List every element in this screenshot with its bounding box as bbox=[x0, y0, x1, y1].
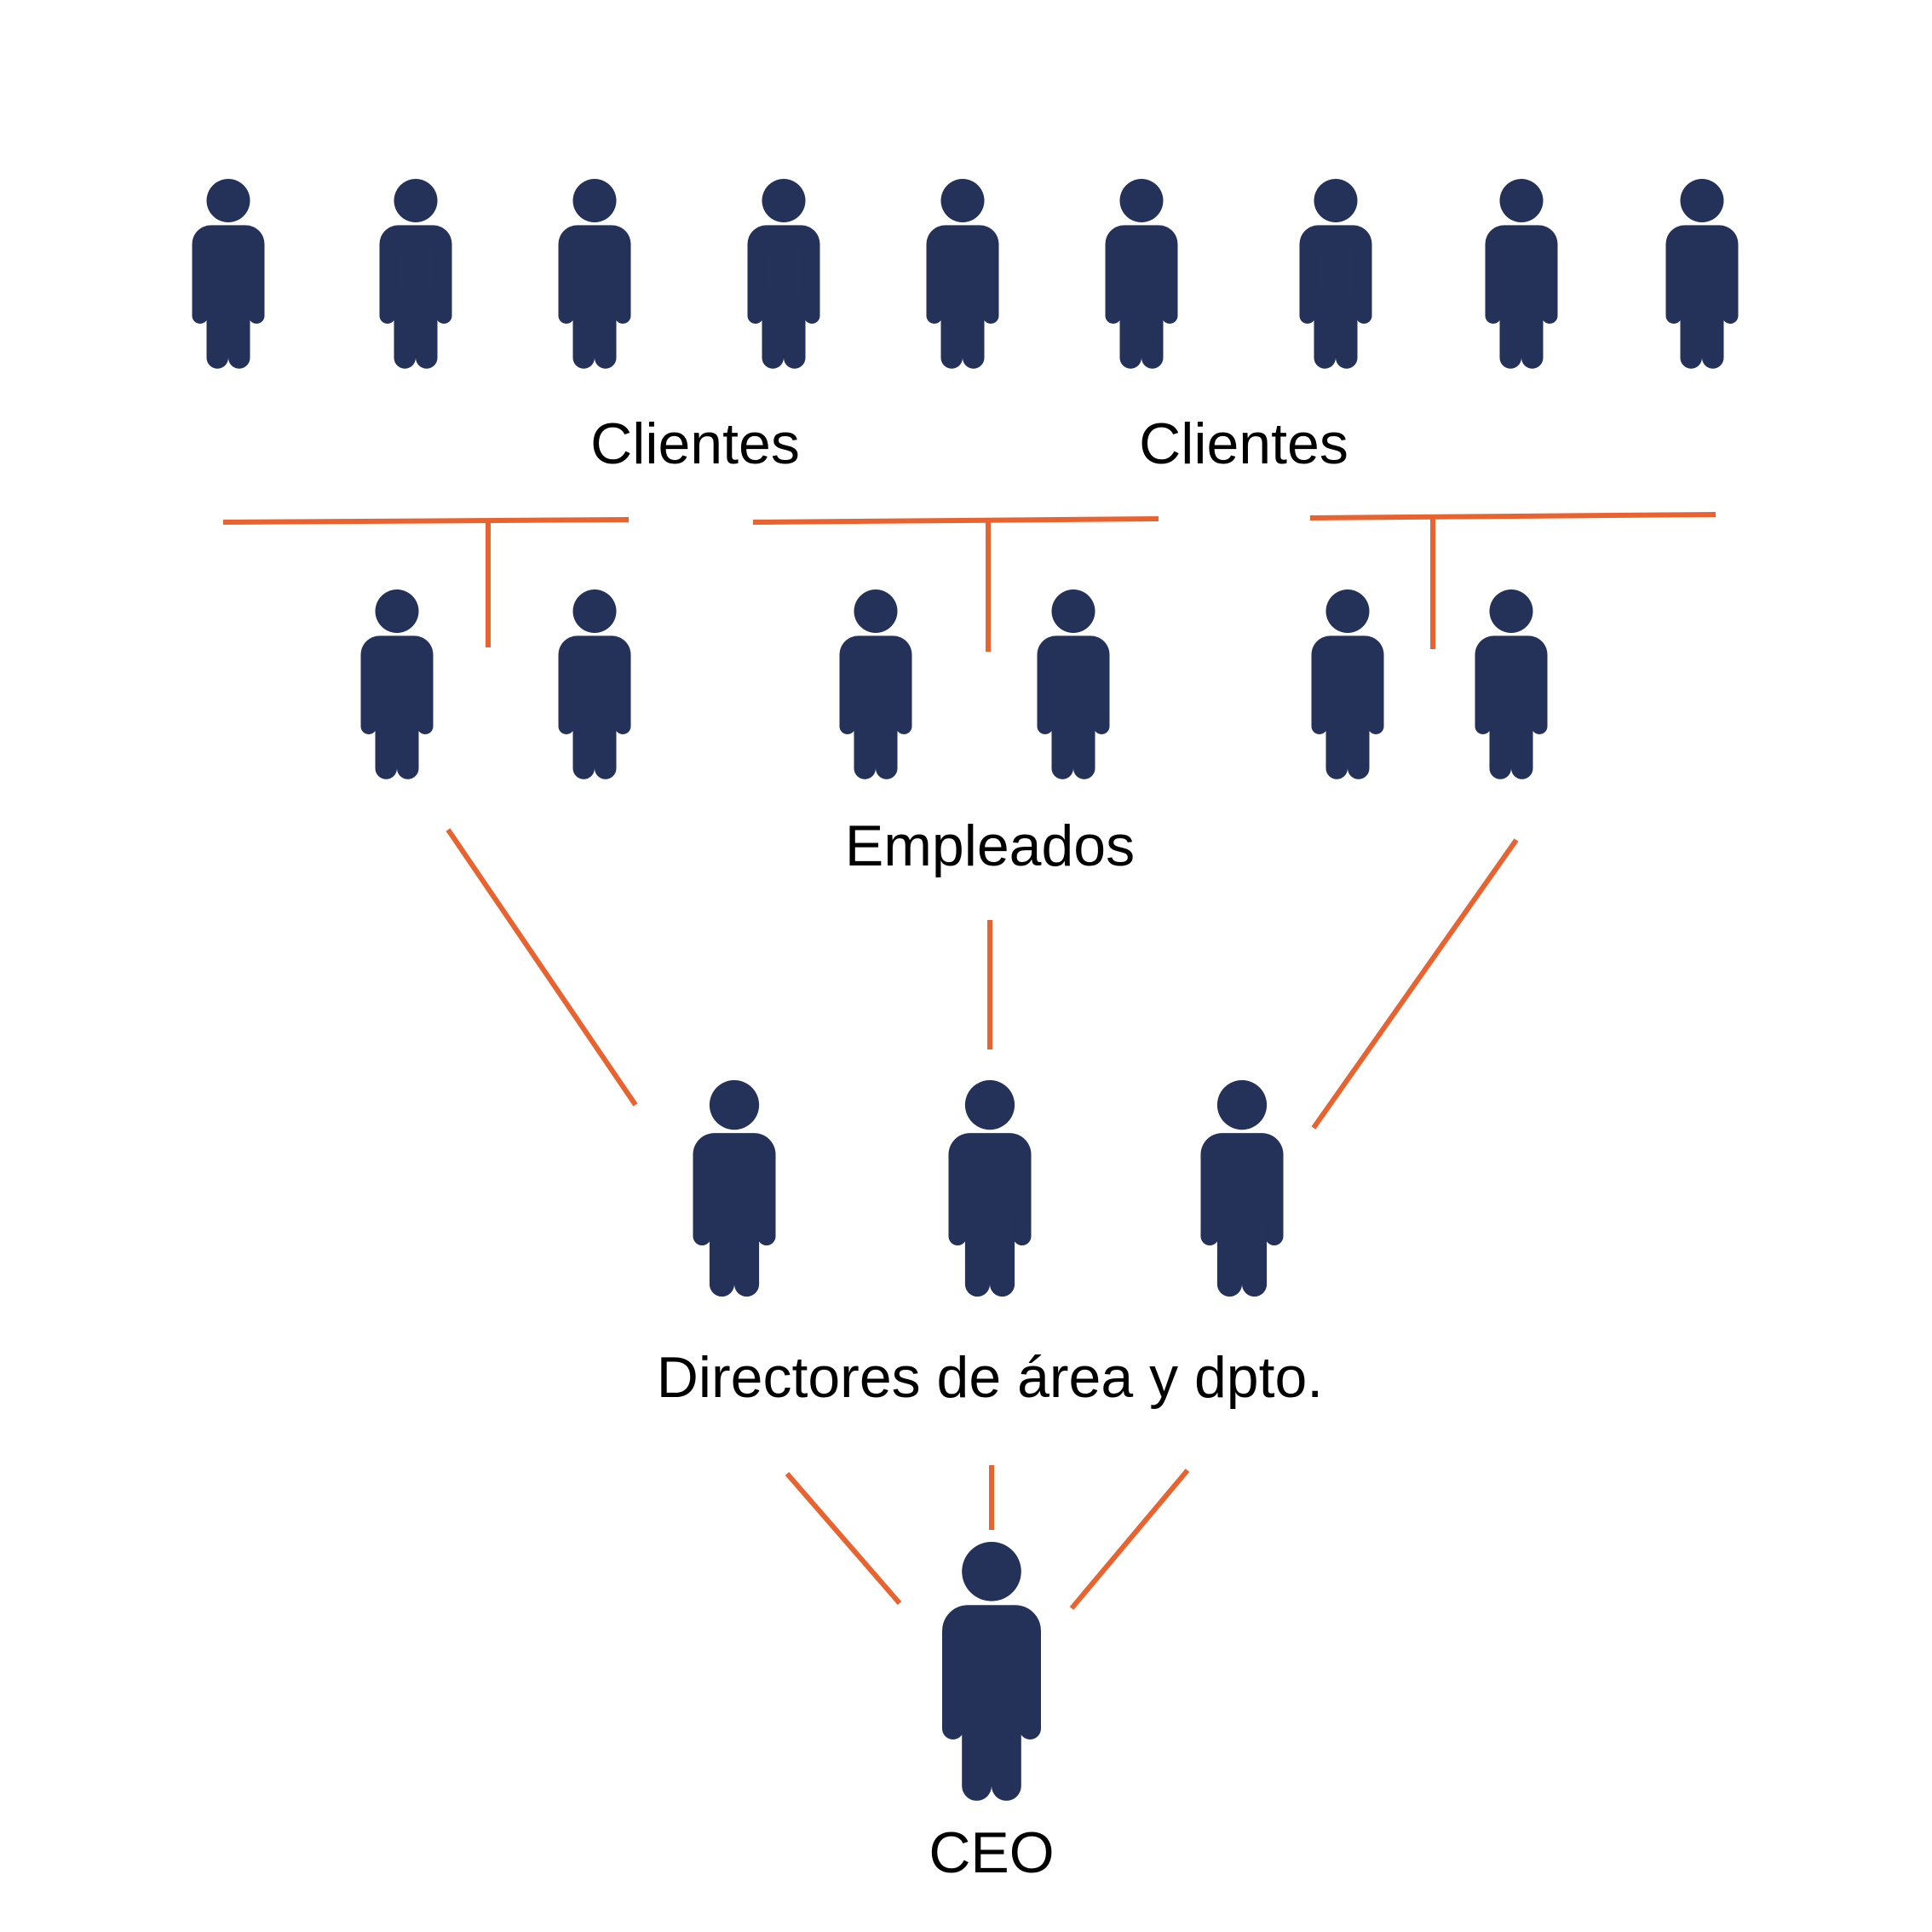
person-icon-empleado-3 bbox=[839, 589, 912, 779]
ceo-group bbox=[942, 1542, 1041, 1801]
empleados-group bbox=[360, 589, 1548, 779]
person-icon-cliente-7 bbox=[1299, 179, 1372, 369]
person-icon-director-3 bbox=[1200, 1080, 1284, 1297]
clientes-label-right: Clientes bbox=[1139, 411, 1348, 476]
person-icon-cliente-5 bbox=[926, 179, 999, 369]
person-icon-empleado-6 bbox=[1475, 589, 1548, 779]
person-icon-cliente-9 bbox=[1665, 179, 1739, 369]
directores-group bbox=[693, 1080, 1284, 1297]
directores-right-diagonal-line bbox=[1069, 1469, 1190, 1610]
clientes-label-left: Clientes bbox=[590, 411, 800, 476]
empleados-right-diagonal-line bbox=[1311, 838, 1519, 1130]
person-icon-cliente-2 bbox=[379, 179, 452, 369]
person-icon-empleado-5 bbox=[1311, 589, 1384, 779]
bracket-left-bar-line bbox=[222, 517, 630, 525]
person-icon-empleado-4 bbox=[1037, 589, 1110, 779]
person-icon-director-2 bbox=[948, 1080, 1032, 1297]
person-icon-ceo bbox=[942, 1542, 1041, 1801]
bracket-middle-bar-line bbox=[752, 516, 1159, 525]
empleados-label: Empleados bbox=[845, 814, 1135, 878]
ceo-label: CEO bbox=[929, 1820, 1054, 1885]
person-icon-cliente-4 bbox=[747, 179, 820, 369]
connector-lines bbox=[222, 512, 1716, 1610]
empleados-left-diagonal-line bbox=[446, 828, 638, 1107]
bracket-right-bar-line bbox=[1309, 512, 1716, 520]
clientes-group bbox=[192, 179, 1739, 369]
person-icon-cliente-8 bbox=[1485, 179, 1558, 369]
person-icon-cliente-3 bbox=[558, 179, 631, 369]
person-icon-cliente-6 bbox=[1105, 179, 1178, 369]
person-icon-empleado-1 bbox=[360, 589, 434, 779]
directores-label: Directores de área y dpto. bbox=[657, 1345, 1323, 1410]
person-icon-director-1 bbox=[693, 1080, 776, 1297]
person-icon-empleado-2 bbox=[558, 589, 631, 779]
person-icon-cliente-1 bbox=[192, 179, 265, 369]
directores-left-diagonal-line bbox=[785, 1472, 902, 1605]
